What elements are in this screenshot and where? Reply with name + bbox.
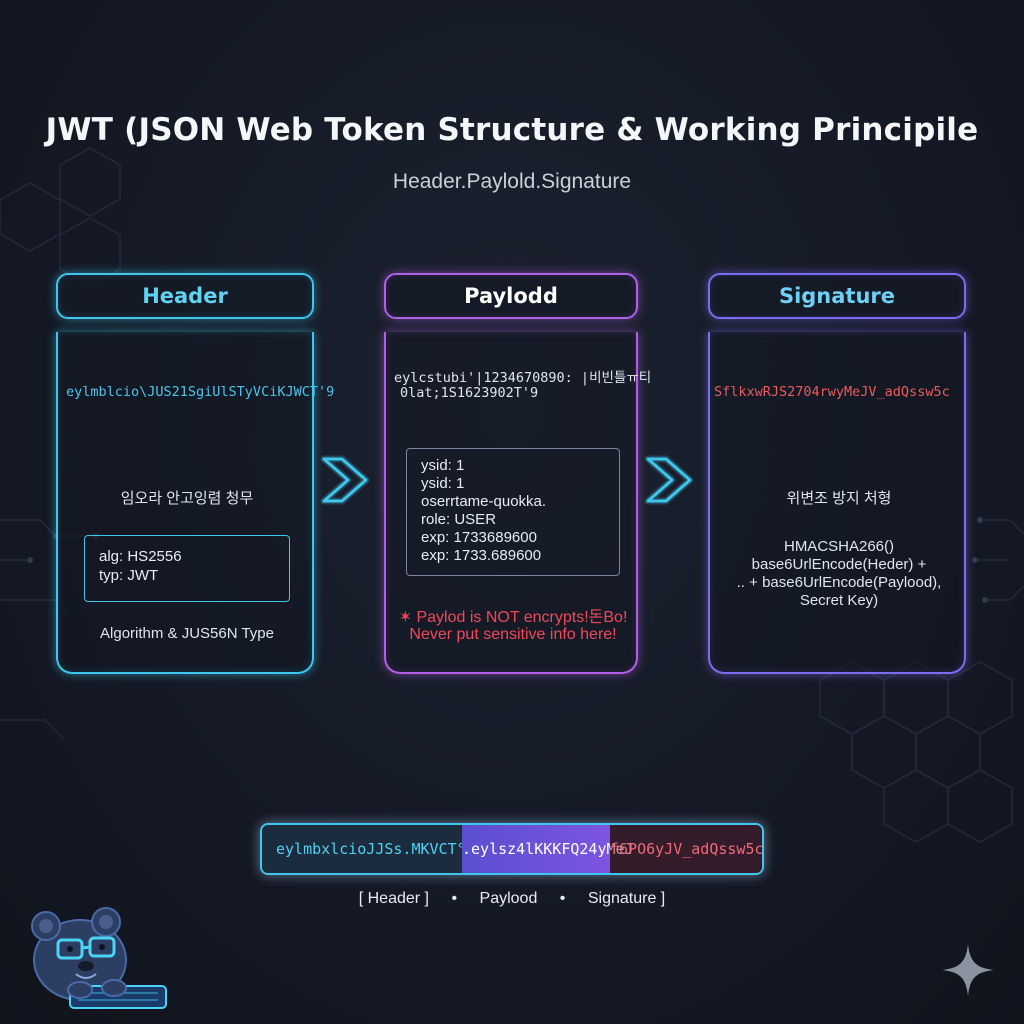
- signature-formula-line: base6UrlEncode(Heder) +: [710, 556, 968, 573]
- signature-encoded: SflkxwRJS2704rwyMeJV_adQssw5c: [714, 384, 950, 400]
- legend-dot: •: [560, 890, 566, 907]
- signature-panel-title: Signature: [708, 273, 966, 319]
- payload-encoded-line2: 0lat;1S1623902T'9: [400, 385, 538, 401]
- header-code-box: alg: HS2556 typ: JWT: [84, 535, 290, 602]
- sparkle-icon: [940, 942, 996, 998]
- token-header-segment: eylmbxlcioJJSs.MKVCT°: [262, 825, 462, 873]
- token-payload-segment: .eylsz4lKKKFQ24yMeJ: [462, 825, 610, 873]
- header-code-line: typ: JWT: [99, 567, 158, 585]
- signature-korean-label: 위변조 방지 처형: [710, 487, 968, 508]
- quokka-mascot-icon: [18, 890, 168, 1015]
- payload-code-line: oserrtame-quokka.: [421, 493, 546, 511]
- signature-formula-line: Secret Key): [710, 592, 968, 609]
- chevron-right-icon: [642, 455, 702, 505]
- payload-panel-title: Paylodd: [384, 273, 638, 319]
- header-encoded: eylmblcio\JUS21SgiUlSTyVCiKJWCT'9: [66, 384, 334, 400]
- payload-warning-line1: ✶ Paylod is NOT encrypts!돈Bo!: [386, 603, 640, 627]
- legend-payload: Paylood: [480, 890, 538, 907]
- header-panel: eylmblcio\JUS21SgiUlSTyVCiKJWCT'9 임오라 안고…: [56, 332, 314, 674]
- legend-signature: Signature ]: [588, 890, 665, 907]
- header-korean-label: 임오라 안고잉렴 청무: [58, 487, 316, 508]
- page-title: JWT (JSON Web Token Structure & Working …: [0, 112, 1024, 148]
- legend-dot: •: [451, 890, 457, 907]
- jwt-token-bar: eylmbxlcioJJSs.MKVCT° .eylsz4lKKKFQ24yMe…: [260, 823, 764, 875]
- legend-header: [ Header ]: [359, 890, 429, 907]
- token-signature-segment: f6PO6yJV_adQssw5c: [610, 825, 764, 873]
- page-subtitle: Header.Paylold.Signature: [0, 170, 1024, 194]
- header-caption: Algorithm & JUS56N Type: [58, 625, 316, 642]
- payload-code-line: role: USER: [421, 511, 496, 529]
- header-code-line: alg: HS2556: [99, 548, 182, 566]
- payload-code-line: exp: 1733.689600: [421, 547, 541, 565]
- payload-encoded-line1: eylcstubi'|1234670890: |비빈틀ㅠ티: [394, 366, 651, 386]
- signature-formula-line: HMACSHA266(): [710, 538, 968, 555]
- payload-panel: eylcstubi'|1234670890: |비빈틀ㅠ티 0lat;1S162…: [384, 332, 638, 674]
- signature-panel: SflkxwRJS2704rwyMeJV_adQssw5c 위변조 방지 처형 …: [708, 332, 966, 674]
- payload-code-box: ysid: 1 ysid: 1 oserrtame-quokka. role: …: [406, 448, 620, 576]
- header-panel-title: Header: [56, 273, 314, 319]
- chevron-right-icon: [318, 455, 378, 505]
- payload-code-line: ysid: 1: [421, 457, 464, 475]
- payload-warning-line2: Never put sensitive info here!: [386, 626, 640, 644]
- payload-code-line: ysid: 1: [421, 475, 464, 493]
- payload-code-line: exp: 1733689600: [421, 529, 537, 547]
- signature-formula-line: .. + base6UrlEncode(Paylood),: [710, 574, 968, 591]
